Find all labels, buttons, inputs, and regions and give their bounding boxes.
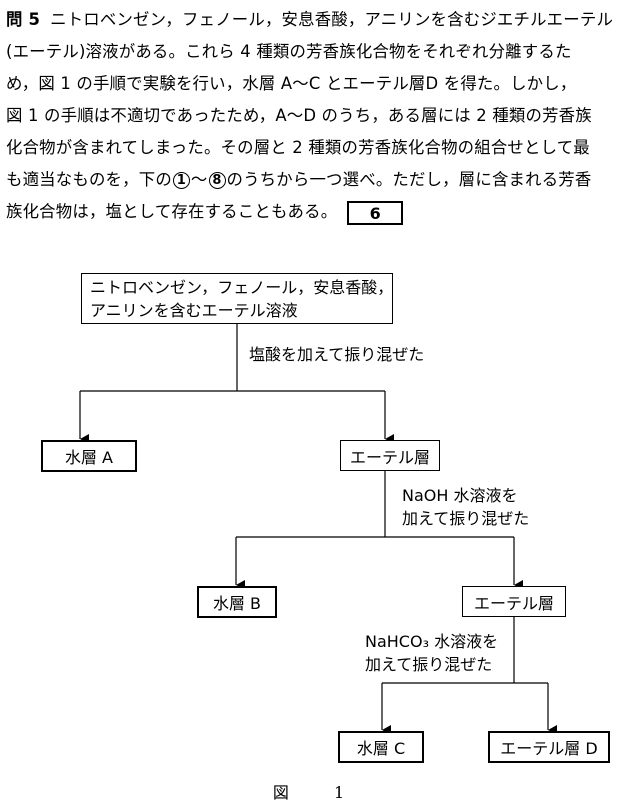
start-line-2: アニリンを含むエーテル溶液 xyxy=(90,301,298,320)
question-number: 問 5 xyxy=(6,10,41,29)
operation-naoh: NaOH 水溶液を 加えて振り混ぜた xyxy=(402,486,530,528)
water-layer-b: 水層 B xyxy=(197,586,277,618)
figure-caption: 図 1 xyxy=(272,783,365,802)
choice-last-circle: 8 xyxy=(208,172,226,189)
operation-nahco3: NaHCO₃ 水溶液を 加えて振り混ぜた xyxy=(365,632,499,674)
ether-layer-d: エーテル層 D xyxy=(488,731,610,763)
question-line-3: め，図 1 の手順で実験を行い，水層 A～C とエーテル層D を得た。しかし， xyxy=(6,74,577,93)
ether-layer-2: エーテル層 xyxy=(462,586,566,617)
choice-first-circle: 1 xyxy=(172,172,190,189)
operation-hcl: 塩酸を加えて振り混ぜた xyxy=(249,345,425,364)
question-line-5: 化合物が含まれてしまった。その層と 2 種類の芳香族化合物の組合せとして最 xyxy=(6,138,590,157)
question-line-7: 族化合物は，塩として存在することもある。6 xyxy=(6,196,632,228)
answer-box[interactable]: 6 xyxy=(347,200,404,225)
question-line-4: 図 1 の手順は不適切であったため，A～D のうち，ある層には 2 種類の芳香族 xyxy=(6,106,592,125)
question-line-2: (エーテル)溶液がある。これら 4 種類の芳香族化合物をそれぞれ分離するた xyxy=(6,42,572,61)
water-layer-a: 水層 A xyxy=(41,440,137,472)
ether-layer-1: エーテル層 xyxy=(340,440,440,471)
start-solution-box: ニトロベンゼン，フェノール，安息香酸， アニリンを含むエーテル溶液 xyxy=(81,273,393,324)
water-layer-c: 水層 C xyxy=(338,731,424,763)
start-line-1: ニトロベンゼン，フェノール，安息香酸， xyxy=(90,278,394,297)
